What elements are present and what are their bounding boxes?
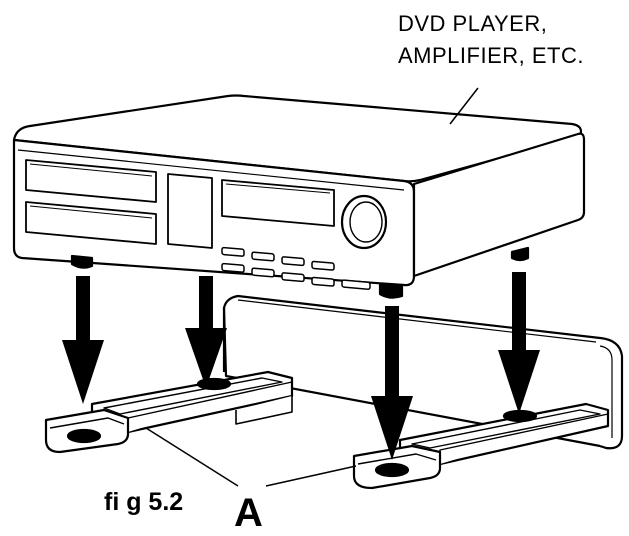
figure-label: fi g 5.2 xyxy=(104,488,183,516)
callout-leader-line xyxy=(449,87,479,125)
dvd-player-device xyxy=(12,94,586,299)
part-a-leader-right xyxy=(265,465,357,487)
part-a-leader-left xyxy=(145,427,239,487)
callout-label-line2: AMPLIFIER, ETC. xyxy=(398,43,584,68)
left-bracket-arm xyxy=(44,370,294,454)
part-a-label: A xyxy=(234,491,263,531)
down-arrow-4 xyxy=(498,272,540,414)
callout-label-line1: DVD PLAYER, xyxy=(398,11,547,36)
right-bracket-arm xyxy=(352,402,610,490)
down-arrow-2 xyxy=(185,276,227,388)
down-arrow-3 xyxy=(371,306,413,460)
down-arrow-1 xyxy=(62,276,104,404)
